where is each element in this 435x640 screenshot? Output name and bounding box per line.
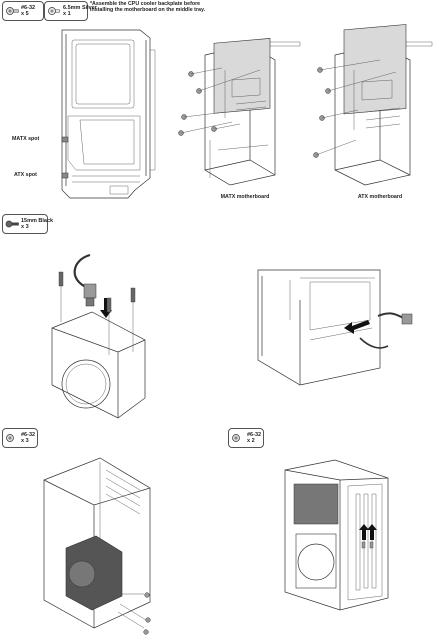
screw-name: #6-32 [21,5,36,11]
screw-icon [361,541,374,549]
screw-name: 6.5mm Silver [63,5,97,11]
matx-caption: MATX motherboard [220,194,270,200]
screw-qty: x 3 [21,224,29,230]
screw-qty: x 1 [63,11,71,17]
note-line-2: installing the motherboard on the middle… [90,7,205,14]
arrow-icon [344,320,370,334]
screw-qty: x 2 [247,438,255,444]
atx-spot-label: ATX spot [14,172,37,178]
screw-icon [6,7,19,15]
backplate-note: *Assemble the CPU cooler backplate befor… [90,1,205,13]
screw-qty: x 3 [21,438,29,444]
screw-icon [6,434,14,442]
atx-caption: ATX motherboard [357,194,403,200]
screw-name: #6-32 [21,432,36,438]
matx-spot-label: MATX spot [12,136,40,142]
arrow-icon [359,524,377,540]
screw-icon [5,220,19,228]
screw-name: 15mm Black [21,218,54,224]
screw-icon [48,7,60,15]
screw-name: #6-32 [247,432,262,438]
screw-icon [232,434,240,442]
standoff-icon [61,136,69,179]
note-line-1: *Assemble the CPU cooler backplate befor… [90,1,201,7]
screw-qty: x 5 [21,11,29,17]
screw-icon [143,592,151,635]
